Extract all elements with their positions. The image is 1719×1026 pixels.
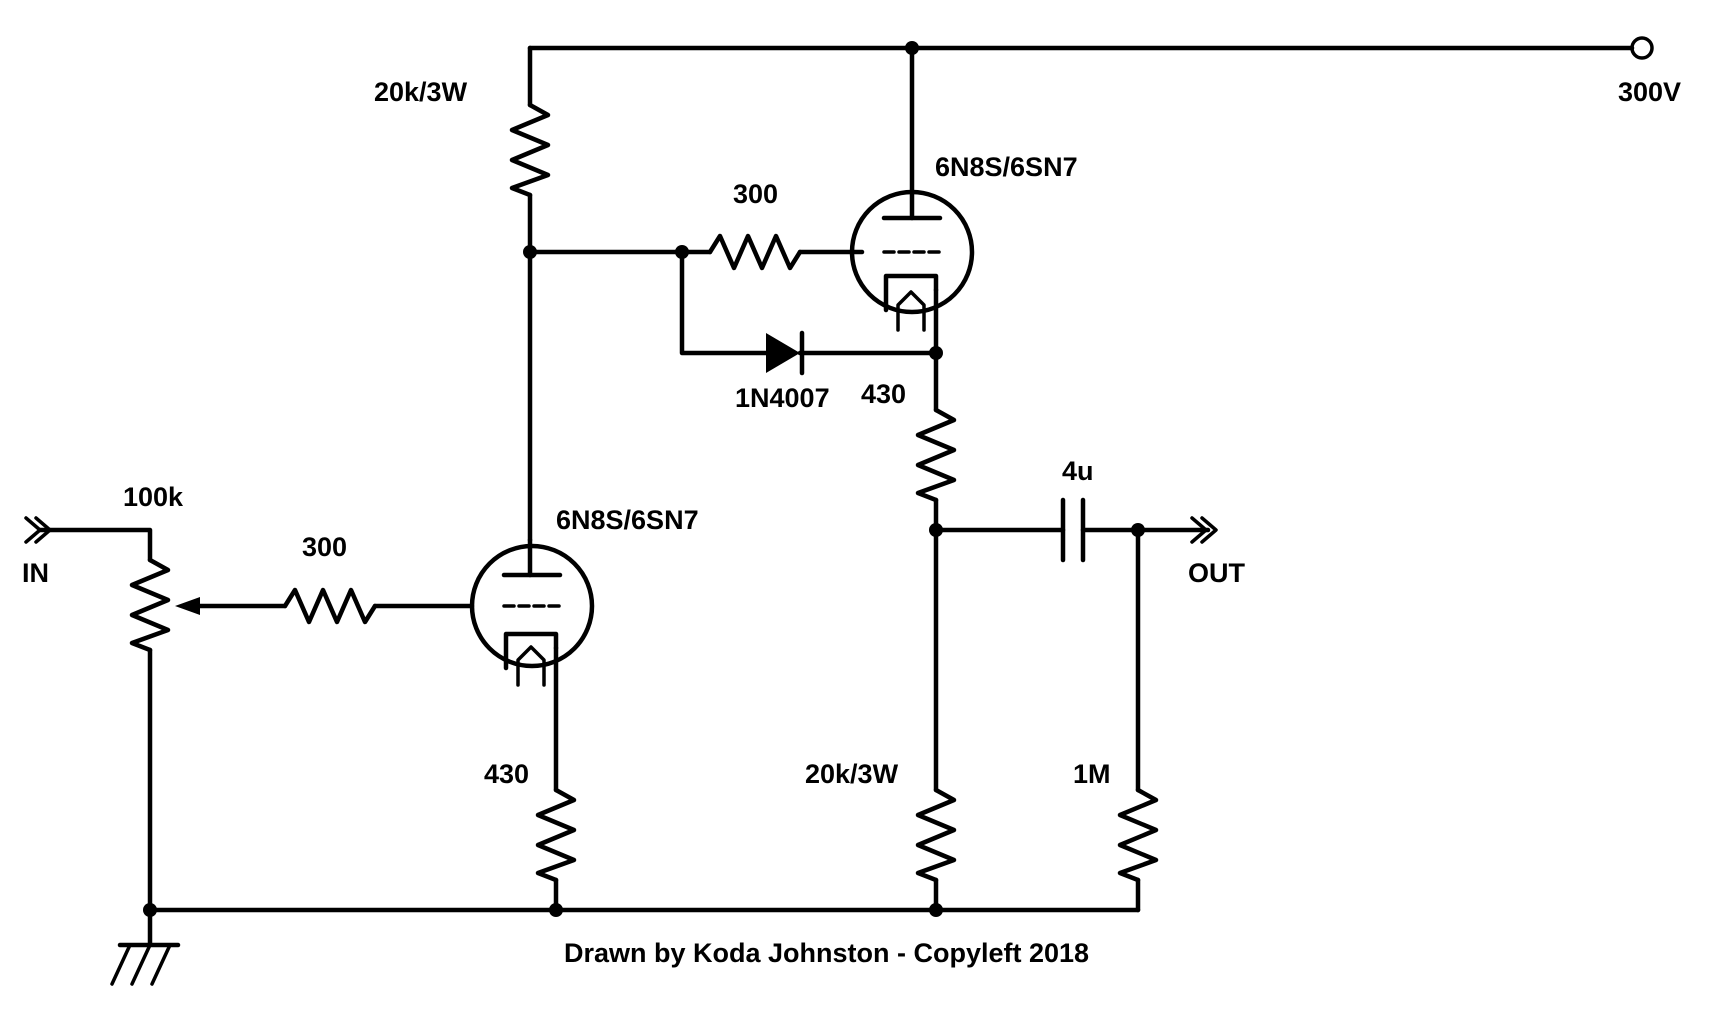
label-r-grid-top: 300 bbox=[733, 179, 778, 209]
tube-top-envelope bbox=[849, 189, 975, 315]
input-connector bbox=[24, 516, 52, 544]
junction-out-resistor bbox=[1131, 523, 1145, 537]
junction-ground-left bbox=[143, 903, 157, 917]
tube-top bbox=[849, 189, 975, 332]
resistor-cathode-top bbox=[915, 407, 957, 503]
resistor-grid-bottom bbox=[282, 587, 378, 625]
junction-ground-mid bbox=[549, 903, 563, 917]
tube-top-cathode bbox=[883, 273, 939, 313]
diode-1n4007 bbox=[766, 330, 805, 376]
label-r-grid-bottom: 300 bbox=[302, 532, 347, 562]
input-wire bbox=[37, 527, 153, 563]
tube-bottom-cathode bbox=[503, 631, 559, 671]
resistor-cathode-bottom bbox=[535, 787, 577, 883]
junction-ground-right bbox=[929, 903, 943, 917]
label-r-plate-top: 20k/3W bbox=[374, 77, 468, 107]
label-output: OUT bbox=[1188, 558, 1246, 588]
ground-icon bbox=[110, 942, 181, 986]
tube-bottom-heater bbox=[516, 645, 546, 687]
potentiometer bbox=[129, 557, 171, 653]
tube-bottom bbox=[469, 537, 595, 687]
output-connector bbox=[1190, 516, 1218, 544]
capacitor-4u bbox=[1060, 497, 1086, 563]
label-cap: 4u bbox=[1062, 456, 1094, 486]
label-input: IN bbox=[22, 558, 49, 588]
label-supply: 300V bbox=[1618, 77, 1681, 107]
junction-diode-node bbox=[675, 245, 689, 259]
junction-cathode-node bbox=[929, 346, 943, 360]
label-r-cathode-bottom: 430 bbox=[484, 759, 529, 789]
junction-rail bbox=[905, 41, 919, 55]
label-tube-top: 6N8S/6SN7 bbox=[935, 152, 1078, 182]
pot-wiper-arrow bbox=[175, 597, 200, 615]
label-r-cathode-top: 430 bbox=[861, 379, 906, 409]
credit-text: Drawn by Koda Johnston - Copyleft 2018 bbox=[564, 938, 1089, 968]
supply-terminal bbox=[1630, 36, 1654, 60]
resistor-grid-top bbox=[707, 233, 803, 271]
label-diode: 1N4007 bbox=[735, 383, 830, 413]
junctions bbox=[143, 41, 1145, 917]
label-r-load: 20k/3W bbox=[805, 759, 899, 789]
resistors bbox=[129, 102, 1159, 883]
label-tube-bottom: 6N8S/6SN7 bbox=[556, 505, 699, 535]
tube-top-heater bbox=[896, 290, 926, 332]
resistor-plate-top bbox=[509, 102, 551, 198]
labels: 300V 20k/3W 300 6N8S/6SN7 1N4007 430 4u … bbox=[22, 77, 1681, 968]
label-r-out: 1M bbox=[1073, 759, 1111, 789]
resistor-out bbox=[1117, 787, 1159, 883]
diode-branch bbox=[679, 249, 771, 356]
diode-triangle bbox=[766, 333, 800, 373]
junction-plate-node bbox=[523, 245, 537, 259]
wires bbox=[37, 45, 1635, 948]
label-pot: 100k bbox=[123, 482, 184, 512]
junction-output-node bbox=[929, 523, 943, 537]
resistor-load bbox=[915, 787, 957, 883]
